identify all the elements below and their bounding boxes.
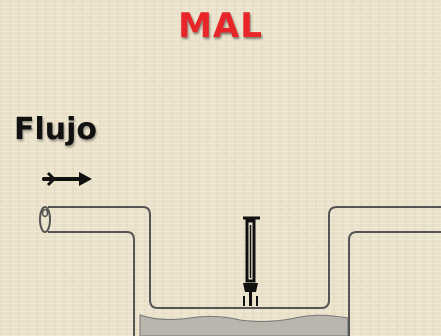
pipe-opening [39, 206, 51, 233]
thermometer-probe-icon [243, 216, 260, 306]
flow-label: Flujo [14, 112, 98, 147]
liquid-pool [139, 314, 349, 336]
pipe-inner-wall [48, 206, 441, 309]
slide-title: MAL [178, 6, 263, 46]
pipe-outer-wall-right [348, 231, 441, 336]
pipe-outer-wall [48, 231, 135, 336]
arrow-right-icon [42, 171, 92, 187]
